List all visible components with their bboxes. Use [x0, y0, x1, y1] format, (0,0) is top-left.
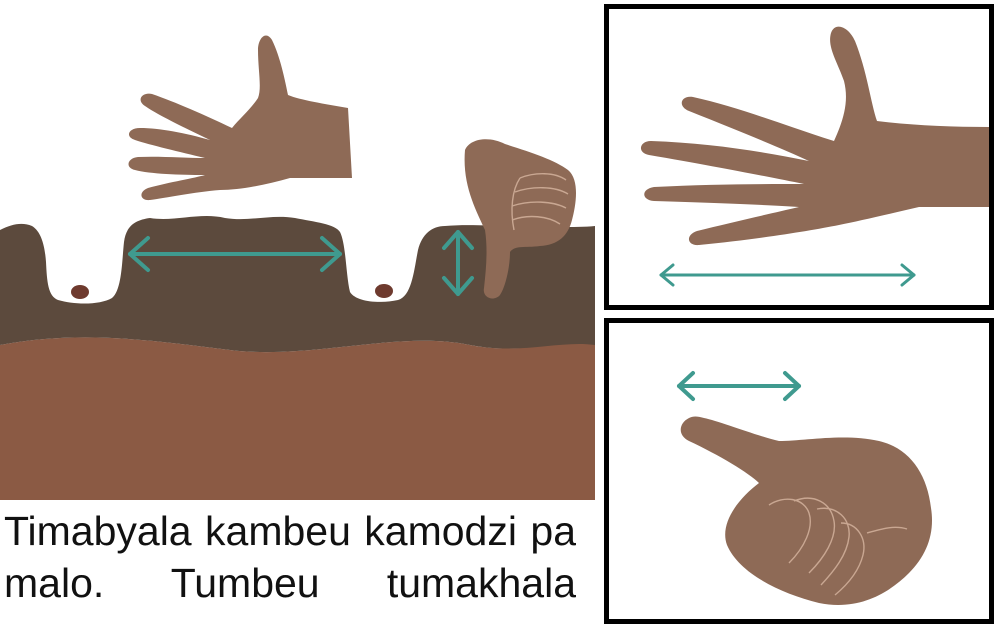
- soil-cross-section: [0, 0, 595, 500]
- flat-hand-panel: [604, 4, 994, 310]
- seed-icon: [71, 285, 89, 299]
- seed-icon: [375, 284, 393, 298]
- caption-text: Timabyala kambeu kamodzi pa malo. Tumbeu…: [4, 505, 576, 627]
- flat-hand-icon: [641, 27, 989, 245]
- thumb-panel: [604, 318, 994, 624]
- planting-scene: [0, 0, 595, 500]
- thumb-sideways-hand-icon: [681, 417, 932, 605]
- caption-line-2: malo. Tumbeu tumakhala: [4, 560, 576, 606]
- double-arrow-icon: [679, 373, 799, 399]
- subsoil-layer: [0, 337, 595, 500]
- double-arrow-icon: [661, 265, 914, 285]
- caption-line-1: Timabyala kambeu kamodzi pa: [4, 508, 576, 554]
- flat-hand-icon: [129, 35, 352, 200]
